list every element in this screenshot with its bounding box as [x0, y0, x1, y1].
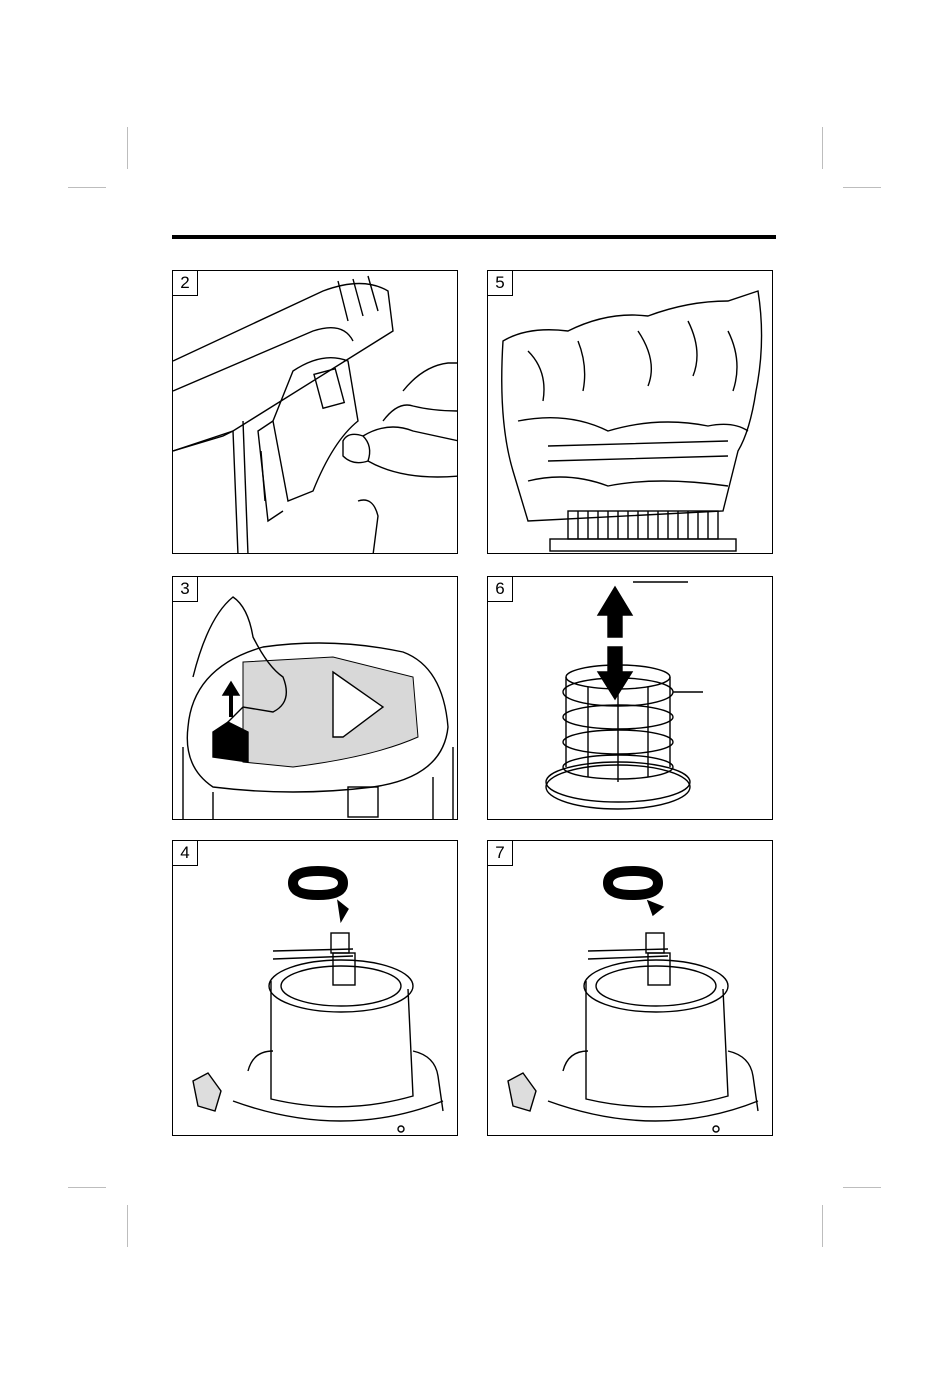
crop-mark	[127, 1205, 128, 1247]
filter-bag-illustration	[488, 271, 773, 554]
figure-panel-7: 7	[487, 840, 773, 1136]
cartridge-cage-illustration	[488, 577, 773, 820]
figure-number: 4	[173, 841, 198, 866]
crop-mark	[843, 187, 881, 188]
paper-filter-removal-illustration	[173, 577, 458, 820]
crop-mark	[68, 187, 106, 188]
header-rule	[172, 235, 776, 239]
figure-number: 6	[488, 577, 513, 602]
figure-panel-2: 2	[172, 270, 458, 554]
figure-number: 5	[488, 271, 513, 296]
figure-number: 3	[173, 577, 198, 602]
figure-number: 7	[488, 841, 513, 866]
figure-panel-5: 5	[487, 270, 773, 554]
filter-unscrew-illustration	[173, 841, 458, 1136]
crop-mark	[843, 1187, 881, 1188]
figure-panel-6: 6	[487, 576, 773, 820]
crop-mark	[822, 1205, 823, 1247]
crop-mark	[68, 1187, 106, 1188]
crop-mark	[127, 127, 128, 169]
filter-screw-illustration	[488, 841, 773, 1136]
figure-panel-3: 3	[172, 576, 458, 820]
crop-mark	[822, 127, 823, 169]
handle-detach-illustration	[173, 271, 458, 554]
figure-number: 2	[173, 271, 198, 296]
figure-panel-4: 4	[172, 840, 458, 1136]
